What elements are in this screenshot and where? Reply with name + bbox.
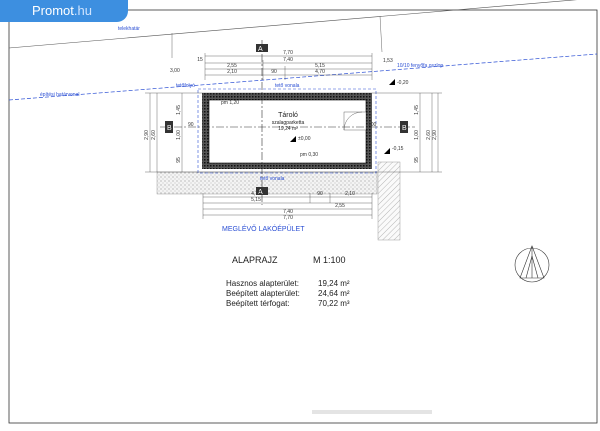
dim-top-7: 90 xyxy=(271,69,277,75)
level-marker-icon xyxy=(389,79,395,85)
dim-left-2: 2,60 xyxy=(151,130,157,140)
property-line-label: telekhatár xyxy=(118,26,140,32)
top-dimensions xyxy=(204,53,373,80)
row-2-value: 24,64 m² xyxy=(318,289,350,298)
section-b-right: B xyxy=(402,125,407,132)
row-2-label: Beépített alapterület: xyxy=(226,289,300,298)
dim-right-4: 1,00 xyxy=(414,130,420,140)
dim-top-8: 15 xyxy=(197,57,203,63)
dim-right-3: 1,45 xyxy=(414,105,420,115)
logo-name: Promot xyxy=(32,3,74,18)
row-3-label: Beépített térfogat: xyxy=(226,299,290,308)
door-opening xyxy=(343,111,367,131)
roof-line-label-bottom: tető vonala xyxy=(260,176,285,182)
bottom-dimensions xyxy=(202,193,373,219)
dim-left-3: 1,45 xyxy=(176,105,182,115)
level-marker-icon xyxy=(384,148,390,154)
dim-top-left: 3,00 xyxy=(170,68,180,74)
north-arrow-icon xyxy=(514,245,550,283)
row-1-value: 19,24 m² xyxy=(318,279,350,288)
dim-top-3: 2,55 xyxy=(227,63,237,69)
sheet-frame xyxy=(8,9,598,424)
dim-small: 100 xyxy=(368,122,377,128)
level-marker-icon xyxy=(290,136,296,142)
property-line xyxy=(8,0,578,49)
dim-right-5: 95 xyxy=(414,157,420,163)
dim-top-4: 5,15 xyxy=(315,63,325,69)
room-interior xyxy=(208,99,367,164)
logo-tld: .hu xyxy=(73,3,92,18)
gutter-label: tetőfolyó xyxy=(176,83,195,89)
dim-left-5: 95 xyxy=(176,157,182,163)
level-right-bottom: -0,15 xyxy=(392,146,404,152)
dim-top-5: 2,10 xyxy=(227,69,237,75)
dim-bottom-2: 90 xyxy=(317,191,323,197)
dim-bottom-7: 7,70 xyxy=(283,215,293,221)
dim-top-6: 4,70 xyxy=(315,69,325,75)
existing-building-label: MEGLÉVŐ LAKÓÉPÜLET xyxy=(222,224,305,233)
row-1-label: Hasznos alapterület: xyxy=(226,279,299,288)
building-line-label: építési határvonal xyxy=(40,92,79,98)
dim-bottom-1: 4,70 xyxy=(251,191,261,197)
sill-label-2: pm 0,30 xyxy=(300,152,318,158)
building-line xyxy=(8,53,598,101)
dim-top-2: 7,40 xyxy=(283,57,293,63)
plan-title: ALAPRAJZ xyxy=(232,255,278,265)
dim-bottom-5: 2,55 xyxy=(335,203,345,209)
section-b-left: B xyxy=(167,125,172,132)
dim-top-right: 1,53 xyxy=(383,58,393,64)
dim-left-1: 2,90 xyxy=(144,130,150,140)
room-area: 19,24 m² xyxy=(278,126,298,132)
plan-scale: M 1:100 xyxy=(313,255,346,265)
sill-label: pm 1,20 xyxy=(221,100,239,106)
promot-logo[interactable]: Promot.hu xyxy=(0,0,128,22)
dim-right-2: 2,60 xyxy=(426,130,432,140)
bottom-fragment xyxy=(312,410,432,414)
column-note-label: 10/10 fenyőfa oszlop xyxy=(397,63,443,69)
retaining-wall xyxy=(377,161,401,241)
roof-outline xyxy=(197,88,377,174)
dim-small-2: 90 xyxy=(188,122,194,128)
dim-bottom-3: 2,10 xyxy=(345,191,355,197)
room-name: Tároló xyxy=(278,112,298,119)
level-zero: ±0,00 xyxy=(298,136,311,142)
room-floor: szalagparketta xyxy=(272,120,305,126)
dim-left-4: 1,00 xyxy=(176,130,182,140)
dim-right-1: 2,90 xyxy=(432,130,438,140)
row-3-value: 70,22 m³ xyxy=(318,299,350,308)
roof-line-label: tető vonala xyxy=(275,83,300,89)
section-a-top: A xyxy=(258,46,263,53)
level-right-top: -0,20 xyxy=(397,80,409,86)
dim-bottom-4: 5,15 xyxy=(251,197,261,203)
side-dimensions xyxy=(145,92,442,173)
dim-top-1: 7,70 xyxy=(283,50,293,56)
dim-bottom-6: 7,40 xyxy=(283,209,293,215)
section-a-bottom: A xyxy=(258,189,263,196)
